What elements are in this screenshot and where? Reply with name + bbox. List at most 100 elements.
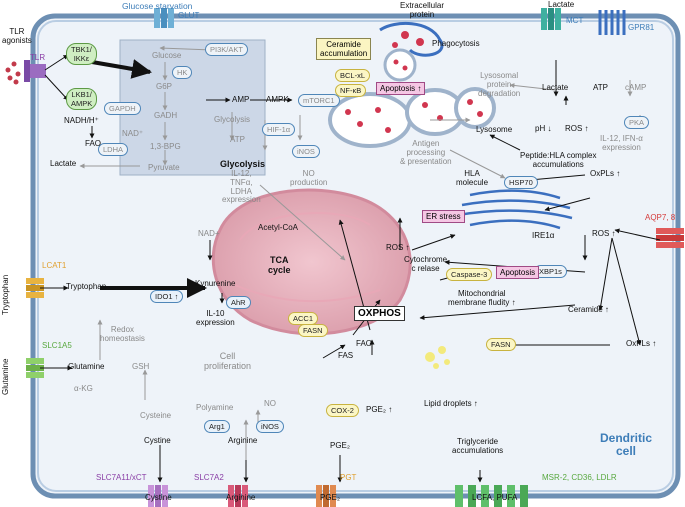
tlr-agonists-label: TLR agonists — [2, 27, 32, 45]
lactate-in-label: Lactate — [542, 83, 569, 92]
oxpls-low-label: OxPLs ↑ — [626, 339, 657, 348]
pgt-channel — [316, 485, 336, 507]
ampk-label: AMPK — [266, 95, 289, 104]
aqp-label: AQP7, 8 — [645, 213, 676, 222]
atp-label: ATP — [593, 83, 608, 92]
aqp-channel — [656, 228, 684, 248]
lactate-label: Lactate — [50, 159, 77, 168]
extracellular-protein-label: Extracellular protein — [400, 1, 445, 19]
atp-small-label: ATP — [230, 135, 245, 144]
cytochrome-label: Cytochrome c relase — [404, 255, 448, 273]
cell-proliferation-label: Cell proliferation — [204, 351, 252, 371]
pi3k-node: PI3K/AKT — [205, 43, 248, 56]
tryptophan-out-label: Tryptophan — [1, 274, 10, 315]
glut-channel — [154, 8, 174, 28]
lysosomal-degradation-label: Lysosomal protein degradation — [478, 71, 521, 98]
cystine-out-label: Cystine — [145, 493, 172, 502]
hk-enzyme: HK — [172, 66, 193, 79]
lactate-top-label: Lactate — [548, 0, 575, 9]
inos-top-node: iNOS — [292, 145, 320, 158]
no-production-label: NO production — [290, 169, 328, 187]
glut-label: GLUT — [178, 11, 200, 20]
lipid-droplets-label: Lipid droplets ↑ — [424, 399, 478, 408]
ceramide-accumulation-box: Ceramide accumulation — [316, 38, 372, 60]
arginine-out-label: Arginine — [226, 493, 256, 502]
hla-molecule-label: HLA molecule — [456, 169, 489, 187]
cysteine-label: Cysteine — [140, 411, 172, 420]
glucose-label: Glucose — [152, 51, 182, 60]
tlr-label: TLR — [30, 53, 46, 62]
hif-node: HIF-1α — [262, 123, 296, 136]
antigen-processing-label: Antigen processing & presentation — [400, 139, 452, 166]
oxpls-right-label: OxPLs ↑ — [590, 169, 621, 178]
acetyl-coa-label: Acetyl-CoA — [258, 223, 299, 232]
triglyceride-label: Triglyceride accumulations — [452, 437, 504, 455]
fasn-mito-node: FASN — [298, 324, 328, 337]
glutamine-in-label: Glutamine — [68, 362, 105, 371]
pka-node: PKA — [624, 116, 650, 129]
ros-mid-label: ROS ↑ — [386, 243, 410, 252]
pge2-up-label: PGE₂ ↑ — [366, 405, 393, 414]
gpr81-label: GPR81 — [628, 23, 655, 32]
apoptosis-top-box: Apoptosis ↑ — [376, 82, 426, 95]
slc7a11-channel — [148, 485, 168, 507]
inos-bottom-node: iNOS — [256, 420, 284, 433]
nad-plus-label: NAD+ — [198, 229, 220, 238]
pyruvate-label: Pyruvate — [148, 163, 180, 172]
ire1-label: IRE1α — [532, 231, 555, 240]
fao-label: FAO — [356, 339, 373, 348]
mito-fluidity-label: Mitochondrial membrane fludity ↑ — [448, 289, 516, 307]
glycolysis-small-label: Glycolysis — [214, 115, 251, 124]
nadh-label: NADH/H⁺ — [64, 116, 99, 125]
glycolysis-title: Glycolysis — [220, 159, 266, 169]
bpg-label: 1,3-BPG — [150, 142, 181, 151]
fasn-right-node: FASN — [486, 338, 516, 351]
er-stress-box: ER stress — [422, 210, 465, 223]
glucose-starvation-label: Glucose starvation — [122, 1, 193, 11]
glutamine-out-label: Glutamine — [1, 358, 10, 395]
fas-label: FAS — [338, 351, 354, 360]
il12-ifn-label: IL-12, IFN-α expression — [600, 134, 643, 152]
lysosome-label: Lysosome — [476, 125, 513, 134]
il10-expression-label: IL-10 expression — [196, 309, 235, 327]
kynurenine-label: Kynurenine — [195, 279, 236, 288]
lysosome-shape — [328, 48, 496, 148]
caspase3-node: Caspase-3 — [446, 268, 493, 281]
no-bottom-label: NO — [264, 399, 276, 408]
lkb1-node: LKB1/ AMPK — [66, 88, 98, 110]
camp-label: cAMP — [625, 83, 647, 92]
arginine-in-label: Arginine — [228, 436, 258, 445]
ahr-node: AhR — [226, 296, 251, 309]
arg1-node: Arg1 — [204, 420, 230, 433]
gadh-label: GADH — [154, 111, 178, 120]
bclxl-node: BCL-xL — [335, 69, 371, 82]
tryptophan-in-label: Tryptophan — [66, 282, 107, 291]
phagocytosis-label: Phagocytosis — [432, 39, 480, 48]
lcat1-label: LCAT1 — [42, 261, 67, 270]
endoplasmic-reticulum — [457, 189, 573, 230]
msr-label: MSR-2, CD36, LDLR — [542, 473, 617, 482]
pge2-in-label: PGE₂ — [330, 441, 350, 450]
peptide-hla-label: Peptide:HLA complex accumulations — [520, 151, 597, 169]
pgt-label: PGT — [340, 473, 357, 482]
g6p-label: G6P — [156, 82, 173, 91]
nad-label: NAD⁺ — [122, 129, 144, 138]
mct-channel — [541, 8, 561, 30]
ros-lactate-label: ROS ↑ — [565, 124, 589, 133]
polyamine-label: Polyamine — [196, 403, 234, 412]
apoptosis-mid-box: Apoptosis — [496, 266, 540, 279]
lcfa-pufa-label: LCFA, PUFA — [472, 493, 518, 502]
gsh-label: GSH — [132, 362, 150, 371]
slc7a2-label: SLC7A2 — [194, 473, 224, 482]
slc1a5-label: SLC1A5 — [42, 341, 72, 350]
ceramide-label: Ceramide ↑ — [568, 305, 609, 314]
akg-label: α-KG — [74, 384, 93, 393]
tbk1-node: TBK1/ IKKε — [66, 43, 97, 65]
slc7a11-label: SLC7A11/xCT — [96, 473, 147, 482]
msr-channels — [455, 485, 528, 507]
ido1-node: IDO1 ↑ — [150, 290, 184, 303]
ph-label: pH ↓ — [535, 124, 552, 133]
ros-right-label: ROS ↑ — [592, 229, 616, 238]
amp-label: AMP — [232, 95, 250, 104]
